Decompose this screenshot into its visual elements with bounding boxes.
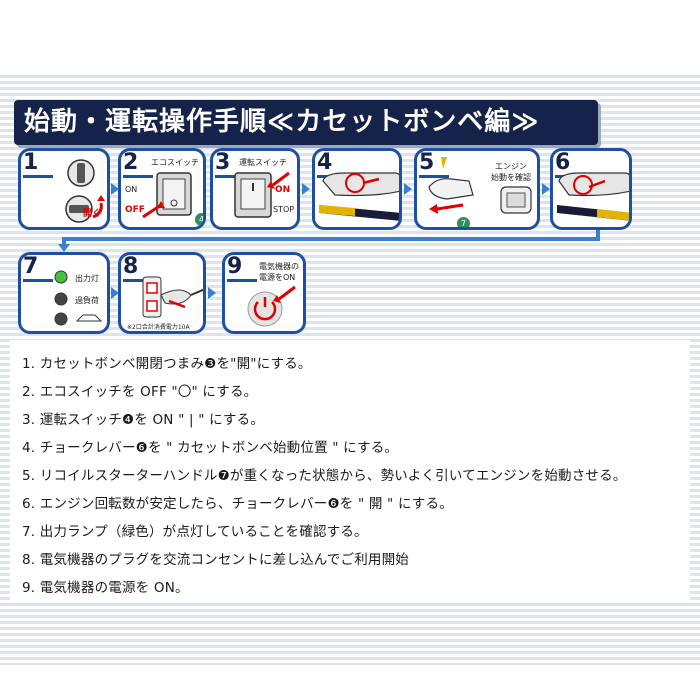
step-number: 8: [123, 254, 154, 282]
instruction-item: 7. 出力ランプ（緑色）が点灯していることを確認する。: [22, 524, 368, 540]
output-lamps-icon: [54, 270, 103, 326]
step-1-panel: 1 開く: [18, 148, 110, 230]
page-title: 始動・運転操作手順≪カセットボンベ編≫: [14, 100, 598, 145]
plug-outlet-icon: [142, 276, 203, 318]
step-number: 3: [215, 150, 246, 178]
instruction-item: 8. 電気機器のプラグを交流コンセントに差し込んでご利用開始: [22, 552, 409, 568]
step-number: 1: [23, 150, 54, 178]
step-3-panel: 3 運転スイッチ ON STOP: [210, 148, 300, 230]
flow-arrow-icon: [302, 183, 310, 195]
eco-switch-label: エコスイッチ: [151, 158, 199, 167]
step-7-panel: 7 出力灯 過負荷: [18, 252, 110, 334]
flow-connector: [62, 237, 600, 241]
capacity-note: ※2口合計消費電力10A: [127, 324, 190, 331]
step-number: 5: [419, 150, 450, 178]
instruction-item: 6. エンジン回転数が安定したら、チョークレバー❻を " 開 " にする。: [22, 496, 453, 512]
instruction-item: 5. リコイルスターターハンドル❼が重くなった状態から、勢いよく引いてエンジンを…: [22, 468, 627, 484]
recoil-starter-icon: [428, 157, 532, 214]
switch-on-label: ON: [125, 185, 138, 194]
instruction-item: 2. エコスイッチを OFF "〇" にする。: [22, 384, 258, 400]
flow-arrow-icon: [111, 287, 119, 299]
step-9-panel: 9 電気機器の 電源をON: [222, 252, 306, 334]
switch-on-label: ON: [275, 185, 291, 195]
instruction-item: 3. 運転スイッチ❹を ON " | " にする。: [22, 412, 265, 428]
step-4-panel: 4: [312, 148, 402, 230]
overload-lamp-label: 過負荷: [75, 296, 99, 305]
step-number: 7: [23, 254, 54, 282]
switch-stop-label: STOP: [273, 205, 295, 214]
valve-knob-icon: [65, 159, 105, 223]
switch-off-label: OFF: [125, 205, 145, 215]
flow-connector: [62, 237, 66, 245]
flow-arrow-icon: [58, 244, 70, 252]
engine-check-label: エンジン始動を確認: [491, 162, 531, 182]
power-on-text-line2: 電源をON: [259, 273, 296, 282]
choke-lever-icon: [319, 172, 399, 221]
part-number-badge: 4: [195, 213, 203, 226]
eco-switch-icon: [142, 172, 192, 219]
flow-arrow-icon: [208, 287, 216, 299]
part-number-badge: 7: [457, 217, 470, 227]
open-label: 開く: [83, 209, 102, 219]
instruction-item: 4. チョークレバー❻を " カセットボンベ始動位置 " にする。: [22, 440, 399, 456]
power-on-text-line1: 電気機器の: [259, 262, 299, 271]
step-2-panel: 2 エコスイッチ ON OFF 4: [118, 148, 206, 230]
run-switch-icon: [234, 171, 290, 218]
choke-open-icon: [557, 172, 629, 221]
step-number: 2: [123, 150, 154, 178]
run-switch-label: 運転スイッチ: [239, 158, 287, 167]
step-5-panel: 5 エンジン始動を確認 7: [414, 148, 540, 230]
flow-arrow-icon: [111, 183, 119, 195]
step-8-panel: 8 ※2口合計消費電力10A: [118, 252, 206, 334]
instructions-panel: 1. カセットボンベ開閉つまみ❸を"開"にする。 2. エコスイッチを OFF …: [10, 340, 690, 602]
flow-arrow-icon: [542, 183, 550, 195]
flow-connector: [596, 230, 600, 240]
power-button-icon: [247, 285, 296, 327]
flow-arrow-icon: [404, 183, 412, 195]
instruction-item: 1. カセットボンベ開閉つまみ❸を"開"にする。: [22, 356, 312, 372]
output-lamp-label: 出力灯: [75, 274, 99, 283]
step-6-panel: 6: [550, 148, 632, 230]
step-number: 9: [227, 254, 258, 282]
instruction-item: 9. 電気機器の電源を ON。: [22, 580, 189, 596]
